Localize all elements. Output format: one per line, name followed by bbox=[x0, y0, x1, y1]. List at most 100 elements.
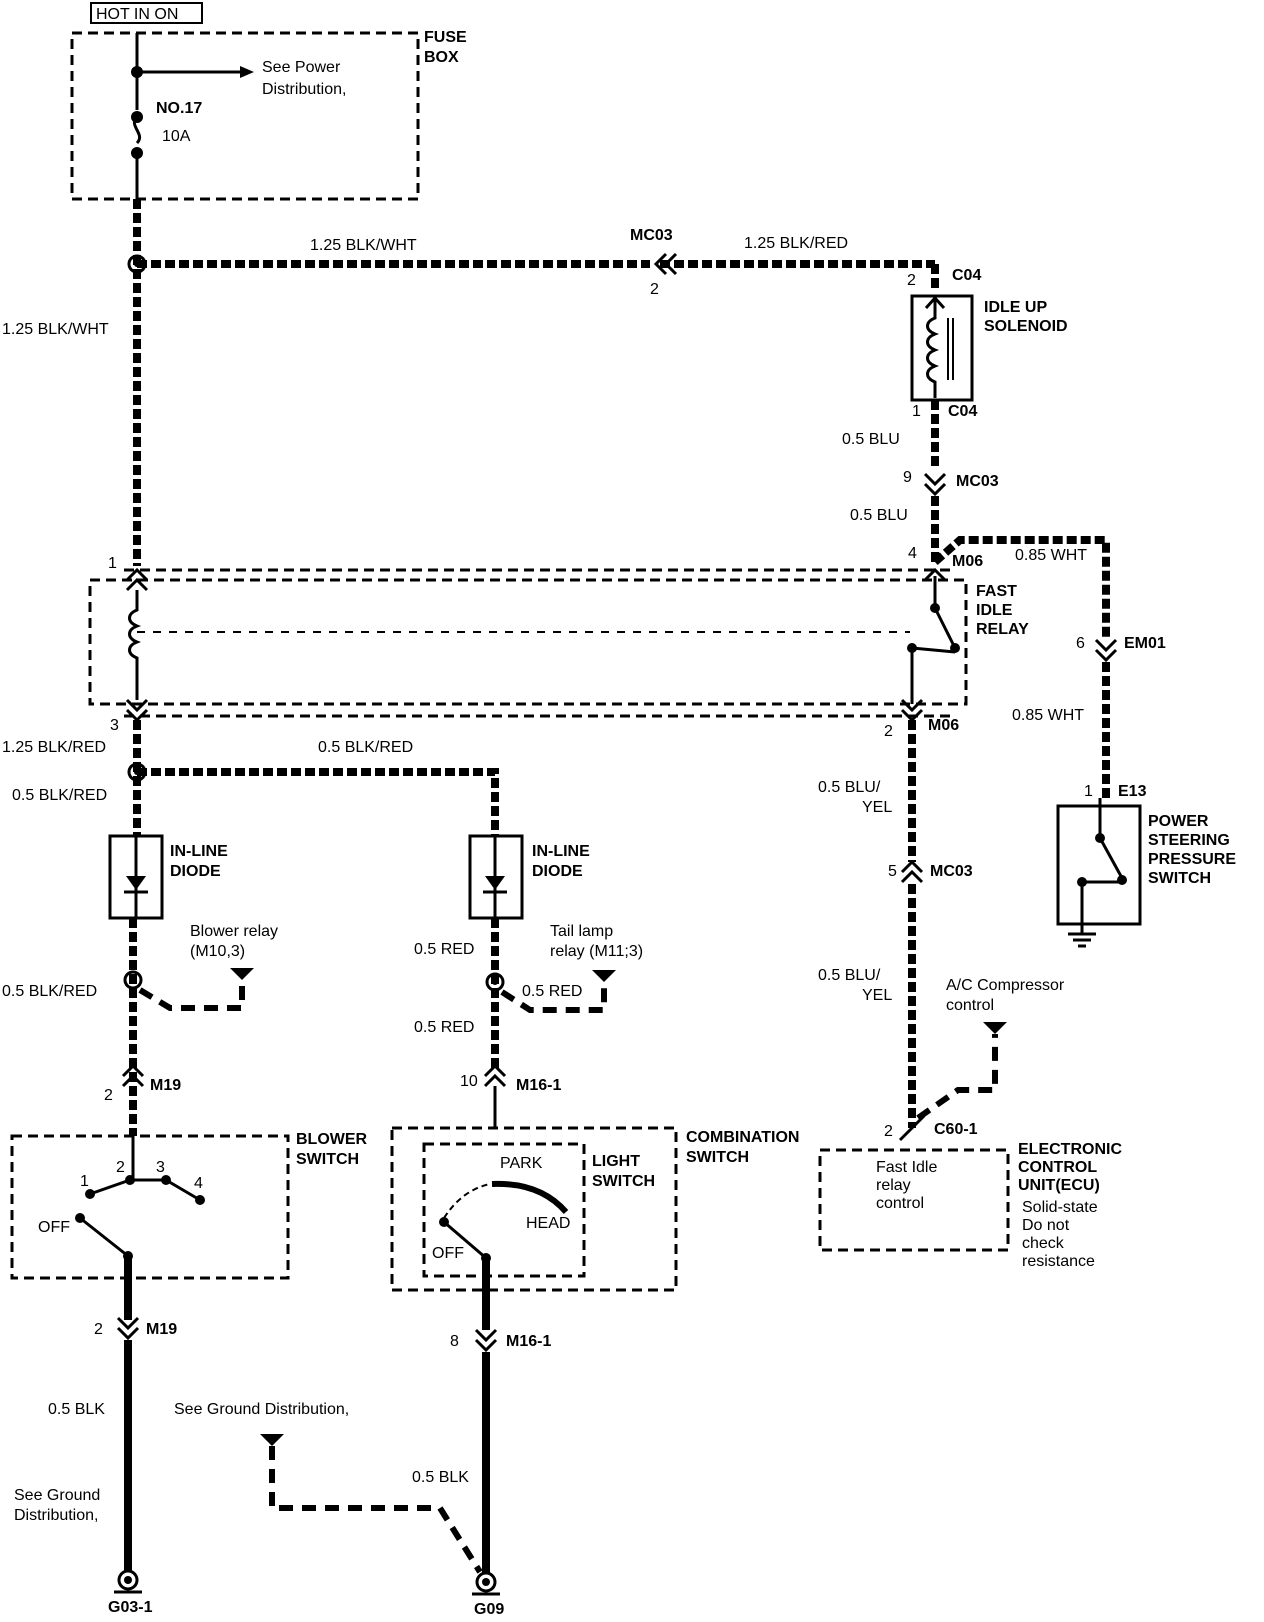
solenoid-top-arrow bbox=[924, 295, 946, 310]
ac-ref-1: A/C Compressor bbox=[946, 977, 1065, 994]
em01-connector bbox=[1094, 638, 1118, 663]
blower-relay-terminal bbox=[230, 968, 254, 980]
e13-pin: 1 bbox=[1084, 783, 1093, 800]
blower-bar-3-4 bbox=[165, 1178, 201, 1202]
m06-bottom-pin: 2 bbox=[884, 723, 893, 740]
wire-blu-lower-label: 0.5 BLU bbox=[850, 507, 908, 524]
splice-tail bbox=[485, 972, 505, 992]
mc03-low-pin: 5 bbox=[888, 863, 897, 880]
fuse-name: NO.17 bbox=[156, 100, 202, 117]
psps-title-3: PRESSURE bbox=[1148, 851, 1236, 868]
relay-pin1: 1 bbox=[108, 555, 117, 572]
ac-control-terminal bbox=[983, 1022, 1007, 1034]
tail-relay-terminal bbox=[592, 970, 616, 982]
light-park-arc bbox=[491, 1180, 569, 1215]
blower-switch-title-2: SWITCH bbox=[296, 1151, 359, 1168]
wire-bluyel-lower-label-1: 0.5 BLU/ bbox=[818, 967, 881, 984]
tail-relay-link bbox=[500, 982, 607, 1013]
psps-title-1: POWER bbox=[1148, 813, 1209, 830]
wire-left-diode-out-label: 0.5 BLK/RED bbox=[2, 983, 97, 1000]
ecu-title-3: UNIT(ECU) bbox=[1018, 1177, 1100, 1194]
m16-top-connector bbox=[483, 1063, 507, 1088]
c60-label: C60-1 bbox=[934, 1121, 978, 1138]
g09-ground-core bbox=[482, 1578, 490, 1586]
ecu-title-1: ELECTRONIC bbox=[1018, 1141, 1122, 1158]
m19-top-pin: 2 bbox=[104, 1087, 113, 1104]
ecu-note-3: check bbox=[1022, 1235, 1065, 1252]
blower-pos-3: 3 bbox=[156, 1159, 165, 1176]
solenoid-coil-icon bbox=[926, 300, 940, 398]
power-distribution-arrow-head bbox=[240, 66, 254, 78]
mc03-low-label: MC03 bbox=[930, 863, 973, 880]
light-switch-title-2: SWITCH bbox=[592, 1173, 655, 1190]
hot-in-on-box bbox=[90, 2, 203, 24]
fast-idle-relay-box bbox=[88, 578, 968, 706]
idle-up-solenoid-box bbox=[910, 294, 974, 402]
wire-bluyel-lower-label-2: YEL bbox=[862, 987, 892, 1004]
see-ground-mid: See Ground Distribution, bbox=[174, 1401, 349, 1418]
wire-left-vertical-label: 1.25 BLK/WHT bbox=[2, 321, 109, 338]
right-diode-title-1: IN-LINE bbox=[532, 843, 590, 860]
em01-pin: 6 bbox=[1076, 635, 1085, 652]
m19-bottom-connector bbox=[116, 1316, 140, 1341]
wire-left-diode-in-label: 0.5 BLK/RED bbox=[12, 787, 107, 804]
m16-bottom-connector bbox=[474, 1328, 498, 1353]
c04-bottom-label: C04 bbox=[948, 403, 977, 420]
splice-blower bbox=[123, 970, 143, 990]
wire-blu-upper-label: 0.5 BLU bbox=[842, 431, 900, 448]
wire-red-branch-label: 0.5 RED bbox=[522, 983, 582, 1000]
fuse-box-title-1: FUSE bbox=[424, 29, 467, 46]
fast-idle-title-2: IDLE bbox=[976, 602, 1013, 619]
see-power-1: See Power bbox=[262, 59, 341, 76]
blower-pos-4: 4 bbox=[194, 1175, 203, 1192]
left-diode-title-2: DIODE bbox=[170, 863, 221, 880]
g03-label: G03-1 bbox=[108, 1599, 153, 1616]
m16-bottom-pin: 8 bbox=[450, 1333, 459, 1350]
fuse-rating: 10A bbox=[162, 128, 191, 145]
blower-switch-title-1: BLOWER bbox=[296, 1131, 368, 1148]
c60-connector bbox=[898, 1114, 926, 1142]
right-diode-title-2: DIODE bbox=[532, 863, 583, 880]
splice-blower-core bbox=[130, 977, 136, 983]
m16-top-pin: 10 bbox=[460, 1073, 478, 1090]
relay-coil-icon bbox=[128, 590, 142, 700]
ecu-title-2: CONTROL bbox=[1018, 1159, 1097, 1176]
wire-red-lower-label: 0.5 RED bbox=[414, 1019, 474, 1036]
m16-top-label: M16-1 bbox=[516, 1077, 561, 1094]
wire-wht-lower-label: 0.85 WHT bbox=[1012, 707, 1084, 724]
fuse-box-title-2: BOX bbox=[424, 49, 459, 66]
wire-relay-out-label: 1.25 BLK/RED bbox=[2, 739, 106, 756]
fast-idle-title-3: RELAY bbox=[976, 621, 1029, 638]
splice-tail-core bbox=[492, 979, 498, 985]
light-head: HEAD bbox=[526, 1215, 570, 1232]
wire-bluyel-upper-label-2: YEL bbox=[862, 799, 892, 816]
see-ground-mid-terminal bbox=[260, 1434, 284, 1446]
fuse-icon bbox=[132, 115, 142, 145]
g03-ground-core bbox=[124, 1576, 132, 1584]
see-ground-left-1: See Ground bbox=[14, 1487, 100, 1504]
wire-wht-upper-label: 0.85 WHT bbox=[1015, 547, 1087, 564]
wire-blk-left-label: 0.5 BLK bbox=[48, 1401, 105, 1418]
ecu-inner-3: control bbox=[876, 1195, 924, 1212]
wire-to-tail-diode-label: 0.5 BLK/RED bbox=[318, 739, 413, 756]
wire-wht-upper bbox=[932, 536, 1110, 640]
relay-contact-top-connector bbox=[923, 567, 947, 582]
tail-relay-ref-1: Tail lamp bbox=[550, 923, 613, 940]
right-diode-icon bbox=[485, 876, 505, 890]
blower-relay-ref-1: Blower relay bbox=[190, 923, 278, 940]
hot-in-on-label: HOT IN ON bbox=[96, 6, 178, 23]
psps-arm bbox=[1098, 837, 1124, 879]
left-diode-title-1: IN-LINE bbox=[170, 843, 228, 860]
wire-top-left-label: 1.25 BLK/WHT bbox=[310, 237, 417, 254]
see-power-2: Distribution, bbox=[262, 81, 346, 98]
m16-bottom-label: M16-1 bbox=[506, 1333, 551, 1350]
mc03-mid-label: MC03 bbox=[956, 473, 999, 490]
m06-top-label: M06 bbox=[952, 553, 983, 570]
blower-pos-1: 1 bbox=[80, 1173, 89, 1190]
wire-to-tail-diode bbox=[137, 768, 499, 836]
blower-off: OFF bbox=[38, 1219, 70, 1236]
c04-top-label: C04 bbox=[952, 267, 981, 284]
ecu-note-2: Do not bbox=[1022, 1217, 1070, 1234]
see-ground-left-2: Distribution, bbox=[14, 1507, 98, 1524]
